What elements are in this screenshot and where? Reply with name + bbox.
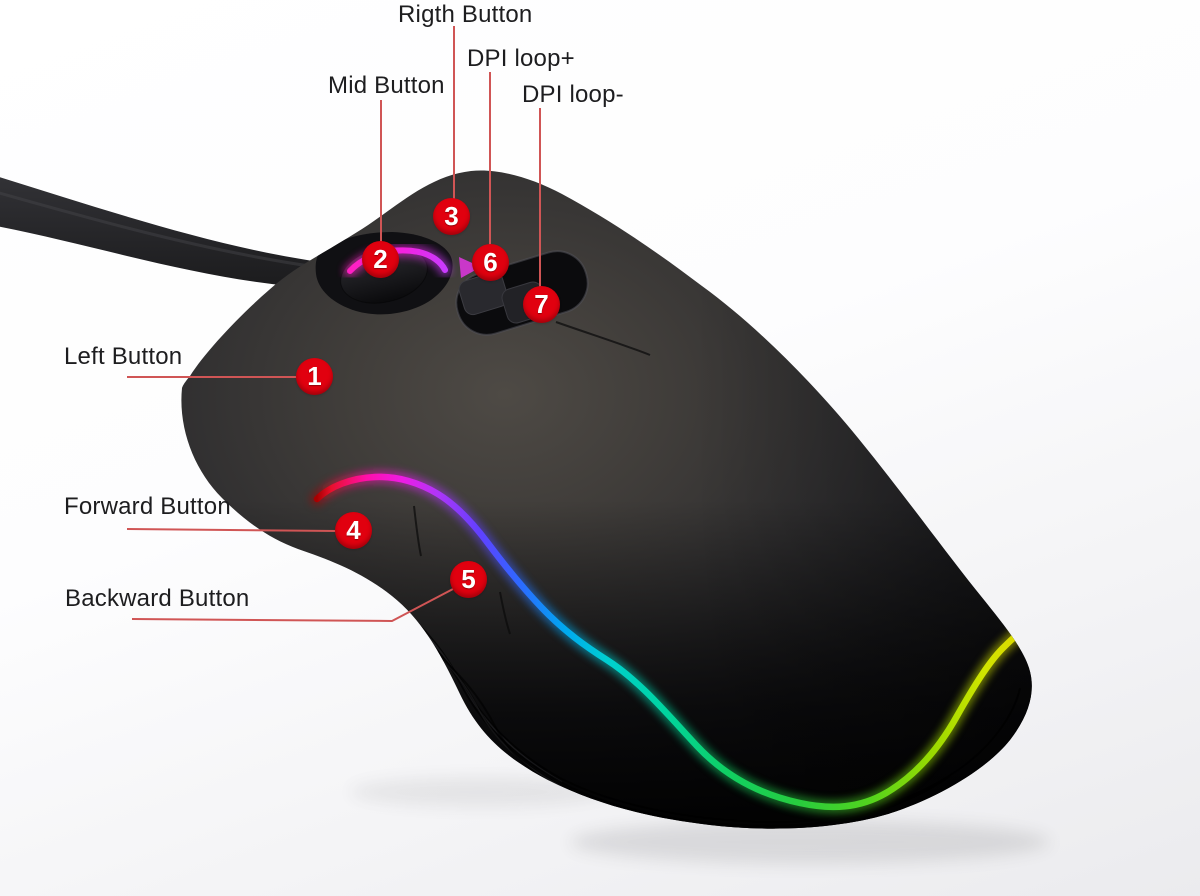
mouse-body [181, 170, 1032, 829]
rgb-stripe [313, 473, 1027, 811]
ground-shadow-front [350, 777, 610, 807]
label-mid-button: Mid Button [328, 72, 445, 99]
side-button-seam-forward [413, 505, 422, 557]
badge-dpi-plus: 6 [472, 244, 509, 281]
mouse-cable [0, 177, 329, 288]
badge-forward-button: 4 [335, 512, 372, 549]
label-forward-button: Forward Button [64, 493, 231, 520]
leader-lines [126, 26, 541, 623]
badge-backward-button: 5 [450, 561, 487, 598]
label-left-button: Left Button [64, 343, 183, 370]
leader-forward-button [126, 528, 338, 532]
leader-backward-button [131, 588, 454, 623]
badge-left-button: 1 [296, 358, 333, 395]
ground-shadow-rear [570, 820, 1050, 864]
label-dpi-plus: DPI loop+ [467, 45, 575, 72]
right-button-seam [555, 321, 651, 356]
badge-right-button: 3 [433, 198, 470, 235]
badge-mid-button: 2 [362, 241, 399, 278]
label-backward-button: Backward Button [65, 585, 250, 612]
badge-dpi-minus: 7 [523, 286, 560, 323]
side-button-seam-backward [499, 591, 511, 635]
label-right-button: Rigth Button [398, 1, 533, 28]
label-dpi-minus: DPI loop- [522, 81, 624, 108]
wheel-led-arrow [459, 257, 481, 278]
